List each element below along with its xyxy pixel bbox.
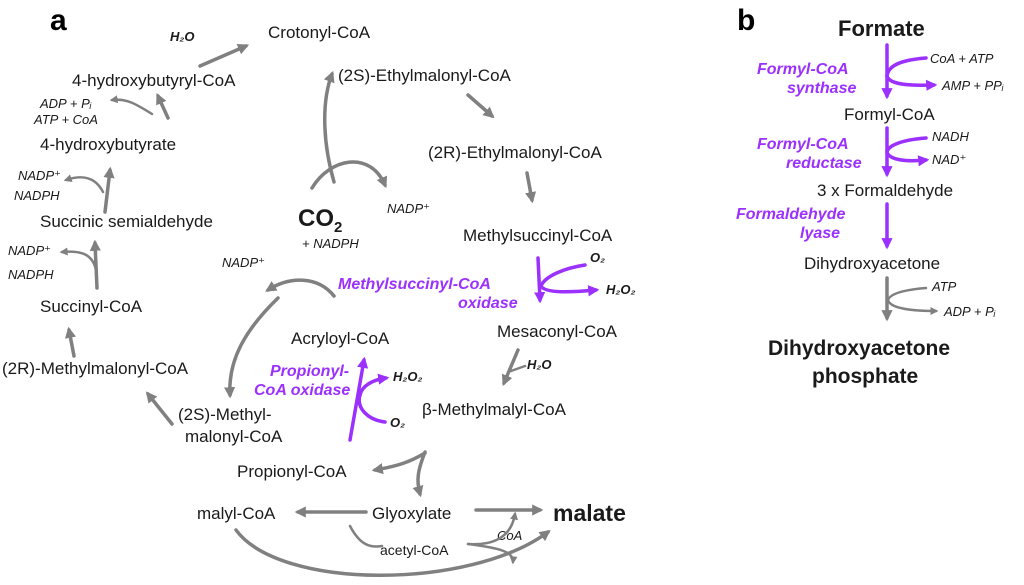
node-succinic-semialdehyde: Succinic semialdehyde bbox=[40, 212, 213, 231]
enzyme-formaldehyde-lyase-line2: lyase bbox=[800, 225, 840, 242]
node-dhap-line1: Dihydroxyacetone bbox=[768, 337, 950, 360]
pathway-arrows-purple bbox=[348, 256, 600, 442]
cofactor-atp-coa: ATP + CoA bbox=[33, 112, 98, 127]
co2-nadph-label: + NADPH bbox=[302, 236, 359, 251]
cofactor-amp-ppi: AMP + PPᵢ bbox=[941, 78, 1004, 93]
enzyme-formyl-coa-synthase-line1: Formyl-CoA bbox=[757, 61, 849, 78]
enzyme-formyl-coa-synthase-line2: synthase bbox=[787, 80, 856, 97]
node-malate: malate bbox=[553, 500, 626, 526]
cofactor-nadp-2: NADP⁺ bbox=[8, 243, 51, 258]
co2-label: CO2 bbox=[298, 205, 342, 236]
cofactor-atp: ATP bbox=[931, 279, 957, 294]
node-malyl-coa: malyl-CoA bbox=[197, 504, 276, 523]
cofactor-nadp-right: NADP⁺ bbox=[387, 201, 430, 216]
node-4-hydroxybutyryl-coa: 4-hydroxybutyryl-CoA bbox=[72, 71, 236, 90]
cofactor-nadp-center: NADP⁺ bbox=[222, 255, 265, 270]
cofactor-nadph-2: NADPH bbox=[8, 267, 54, 282]
node-crotonyl-coa: Crotonyl-CoA bbox=[268, 23, 371, 42]
cofactor-coa-bottom: CoA bbox=[497, 528, 522, 543]
cofactor-nadh: NADH bbox=[932, 129, 969, 144]
node-2s-methylmalonyl-coa-line1: (2S)-Methyl- bbox=[178, 405, 272, 424]
node-2r-methylmalonyl-coa: (2R)-Methylmalonyl-CoA bbox=[2, 359, 189, 378]
node-4-hydroxybutyrate: 4-hydroxybutyrate bbox=[40, 135, 176, 154]
panel-b-arrows bbox=[881, 43, 939, 322]
cofactor-o2-propionyl: O₂ bbox=[390, 415, 405, 430]
cofactor-h2o-top: H₂O bbox=[170, 29, 194, 44]
node-acetyl-coa: acetyl-CoA bbox=[380, 542, 449, 558]
node-methylsuccinyl-coa: Methylsuccinyl-CoA bbox=[463, 226, 613, 245]
enzyme-methylsuccinyl-coa-oxidase-line1: Methylsuccinyl-CoA bbox=[338, 276, 491, 293]
node-2s-methylmalonyl-coa-line2: malonyl-CoA bbox=[185, 427, 283, 446]
cofactor-nadp-1: NADP⁺ bbox=[18, 168, 61, 183]
cofactor-o2-msc: O₂ bbox=[590, 250, 605, 265]
enzyme-formyl-coa-reductase-line1: Formyl-CoA bbox=[757, 136, 849, 153]
panel-a-letter: a bbox=[50, 4, 67, 37]
node-methylmalyl-coa: β-Methylmalyl-CoA bbox=[422, 400, 567, 419]
node-3x-formaldehyde: 3 x Formaldehyde bbox=[817, 181, 953, 200]
node-propionyl-coa: Propionyl-CoA bbox=[237, 462, 347, 481]
enzyme-propionyl-coa-oxidase-line1: Propionyl- bbox=[270, 363, 349, 380]
node-formate: Formate bbox=[838, 16, 925, 41]
cofactor-h2o-mesaconyl: H₂O bbox=[527, 357, 551, 372]
cofactor-nadph-1: NADPH bbox=[14, 188, 60, 203]
node-formyl-coa: Formyl-CoA bbox=[844, 105, 935, 124]
node-glyoxylate: Glyoxylate bbox=[372, 504, 451, 523]
panel-b-letter: b bbox=[737, 4, 755, 37]
node-mesaconyl-coa: Mesaconyl-CoA bbox=[497, 322, 618, 341]
cofactor-adp-pi: ADP + Pᵢ bbox=[943, 304, 996, 319]
pathway-arrows-gray bbox=[59, 43, 551, 577]
cofactor-h2o2-msc: H₂O₂ bbox=[606, 282, 635, 297]
enzyme-formyl-coa-reductase-line2: reductase bbox=[786, 155, 862, 172]
enzyme-formaldehyde-lyase-line1: Formaldehyde bbox=[736, 206, 845, 223]
node-succinyl-coa: Succinyl-CoA bbox=[40, 297, 143, 316]
node-2s-ethylmalonyl-coa: (2S)-Ethylmalonyl-CoA bbox=[338, 66, 512, 85]
node-dhap-line2: phosphate bbox=[812, 365, 918, 388]
cofactor-h2o2-propionyl: H₂O₂ bbox=[393, 369, 422, 384]
cofactor-coa-atp: CoA + ATP bbox=[930, 51, 994, 66]
enzyme-methylsuccinyl-coa-oxidase-line2: oxidase bbox=[458, 295, 518, 312]
cofactor-adp-pi: ADP + Pᵢ bbox=[39, 96, 92, 111]
enzyme-propionyl-coa-oxidase-line2: CoA oxidase bbox=[254, 382, 350, 399]
node-acryloyl-coa: Acryloyl-CoA bbox=[291, 329, 390, 348]
cofactor-nad: NAD⁺ bbox=[932, 152, 966, 167]
node-dihydroxyacetone: Dihydroxyacetone bbox=[804, 254, 940, 273]
node-2r-ethylmalonyl-coa: (2R)-Ethylmalonyl-CoA bbox=[428, 143, 602, 162]
